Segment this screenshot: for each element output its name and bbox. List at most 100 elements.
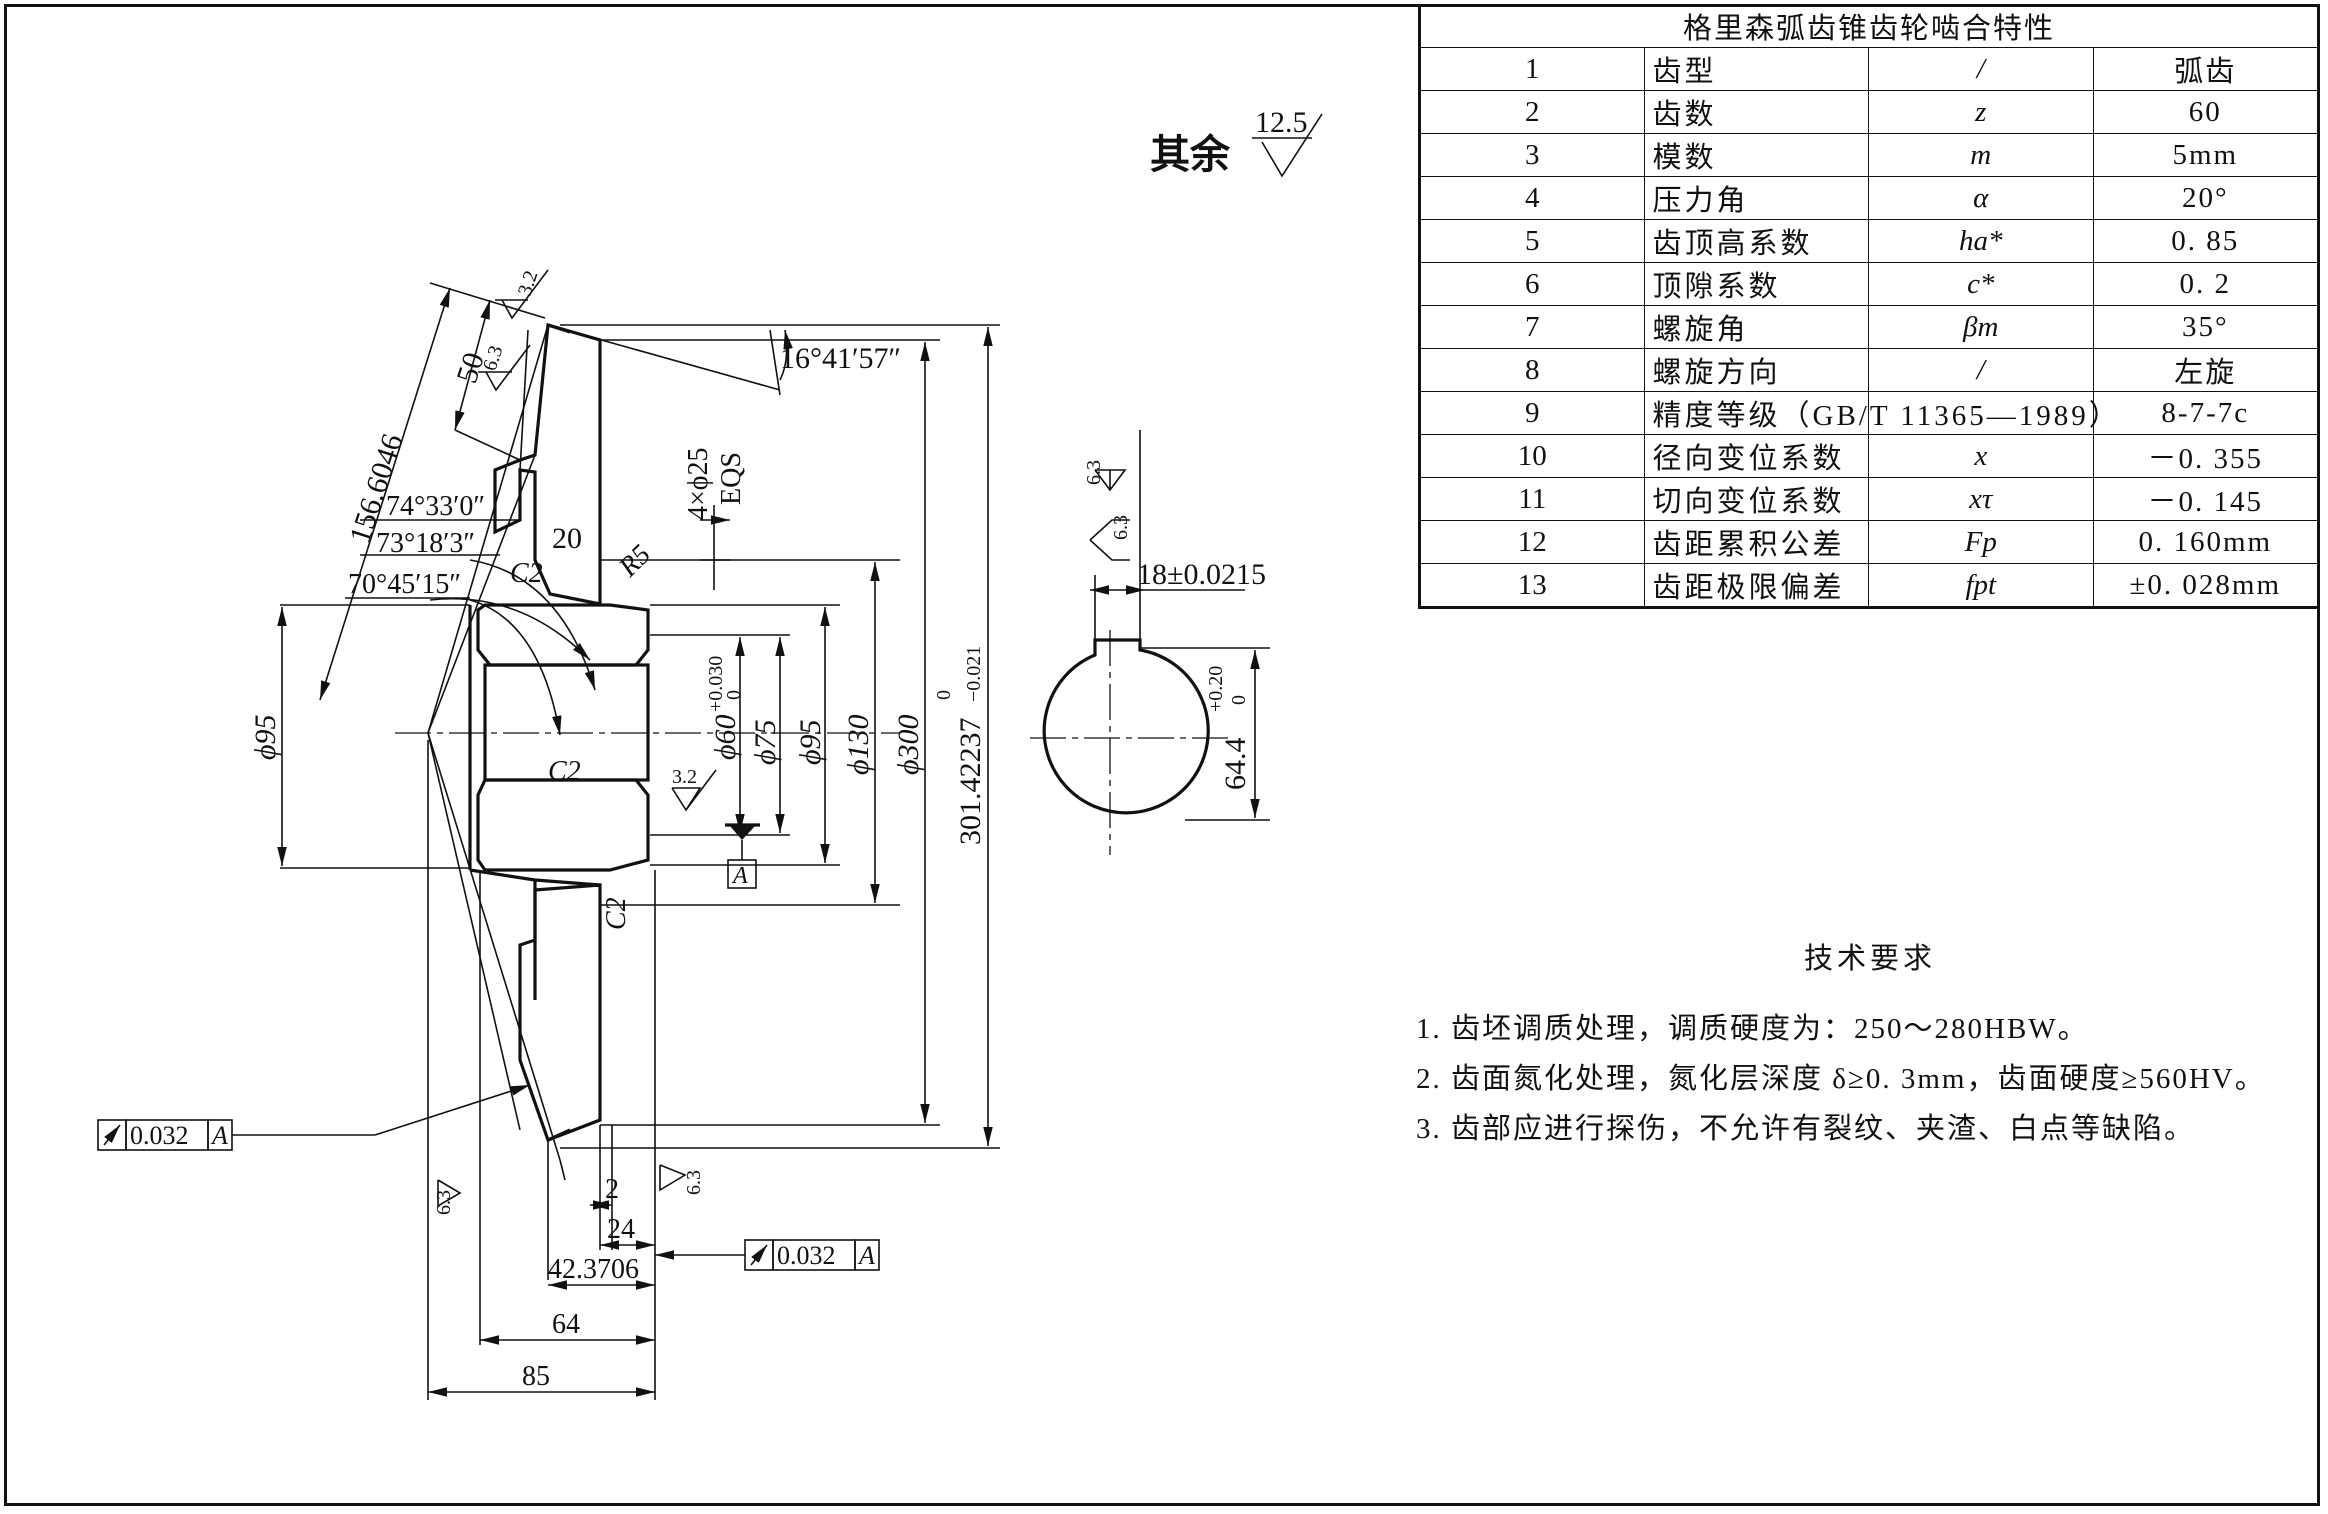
dim-phi130: ϕ130: [842, 714, 875, 775]
tech-item: 3. 齿部应进行探伤，不允许有裂纹、夹渣、白点等缺陷。: [1416, 1113, 2196, 1145]
table-cell-no: 6: [1419, 262, 1645, 306]
tech-item: 2. 齿面氮化处理，氮化层深度 δ≥0. 3mm，齿面硬度≥560HV。: [1416, 1063, 2266, 1095]
table-cell-value: 0. 85: [2092, 219, 2318, 263]
datum-box: [727, 859, 757, 889]
angle-top-arc: [779, 329, 793, 381]
table-cell-no: 10: [1419, 434, 1645, 478]
table-cell-no: 3: [1419, 133, 1645, 177]
table-cell-name: 齿数: [1643, 90, 1869, 134]
table-cell-symbol: βm: [1868, 305, 2094, 349]
keyway-end-view: 18±0.0215 64.4 +0.20 0 6.3 6.3: [1030, 430, 1270, 855]
dim-line-cone-distance: [319, 287, 451, 701]
table-cell-name: 齿距累积公差: [1643, 520, 1869, 564]
angle-arc-2: [469, 559, 596, 691]
dim-tip-diameter: 301.42237: [954, 718, 987, 846]
table-cell-symbol: [1868, 391, 2094, 435]
table-cell-symbol: ha*: [1868, 219, 2094, 263]
dim-keyway-width: 18±0.0215: [1137, 558, 1266, 591]
dim-2: 2: [605, 1174, 619, 1205]
table-cell-value: 0. 160mm: [2092, 520, 2318, 564]
table-cell-name: 模数: [1643, 133, 1869, 177]
roughness-value: 6.3: [433, 1190, 455, 1215]
runout2-datum: A: [857, 1241, 875, 1270]
dim-keyway-tol-lower: 0: [1228, 695, 1250, 705]
chamfer-bore: C2: [548, 756, 581, 787]
dim-tip-tol-lower: −0.021: [963, 646, 985, 702]
roughness-symbol-icon: [478, 344, 531, 392]
dim-phi60: ϕ60: [709, 714, 742, 760]
dim-phi60-tol-upper: +0.030: [705, 656, 727, 712]
dim-20: 20: [552, 522, 582, 555]
tech-item: 1. 齿坯调质处理，调质硬度为：250～280HBW。: [1416, 1013, 2089, 1045]
table-cell-no: 7: [1419, 305, 1645, 349]
table-cell-value: 60: [2092, 90, 2318, 134]
runout1-datum: A: [210, 1121, 228, 1150]
table-cell-value: ±0. 028mm: [2092, 563, 2318, 609]
datum-label: A: [731, 863, 748, 889]
table-cell-value: －0. 355: [2092, 434, 2318, 478]
runout1-datum-box: [207, 1119, 233, 1151]
dim-phi300: ϕ300: [892, 714, 925, 775]
dim-eqs: EQS: [716, 452, 747, 505]
table-cell-name: 齿型: [1643, 47, 1869, 91]
roughness-symbol-icon: [1252, 113, 1323, 178]
table-cell-symbol: fpt: [1868, 563, 2094, 609]
table-cell-symbol: x: [1868, 434, 2094, 478]
table-cell-name: 径向变位系数: [1643, 434, 1869, 478]
dim-holes: 4×ϕ25: [683, 447, 714, 520]
table-cell-symbol: xτ: [1868, 477, 2094, 521]
roughness-symbol-icon: [659, 1164, 687, 1192]
angle-root: 70°45′15″: [348, 569, 461, 600]
chamfer-bottom: C2: [601, 897, 632, 930]
dim-phi60-tol-lower: 0: [723, 690, 745, 700]
roughness-value: 3.2: [514, 268, 543, 299]
ext-face-width: [454, 429, 521, 461]
dim-85: 85: [522, 1361, 550, 1392]
roughness-symbol-icon: [437, 1179, 462, 1208]
roughness-value: 3.2: [672, 766, 697, 788]
angle-face: 74°33′0″: [386, 491, 485, 522]
surface-note-prefix: 其余: [1150, 132, 1231, 177]
angle-top-line: [769, 329, 781, 396]
lower-web-section: [518, 883, 602, 1143]
runout2-value: 0.032: [777, 1241, 836, 1270]
root-cone-lower: [427, 732, 561, 1161]
angle-arc-1: [429, 597, 591, 661]
table-cell-symbol: /: [1868, 47, 2094, 91]
table-cell-symbol: m: [1868, 133, 2094, 177]
surface-roughness-note: 其余 12.5: [1150, 106, 1323, 178]
table-cell-no: 9: [1419, 391, 1645, 435]
dim-phi75: ϕ75: [749, 719, 782, 765]
table-cell-no: 4: [1419, 176, 1645, 220]
datum-triangle-icon: [730, 826, 755, 840]
table-cell-no: 11: [1419, 477, 1645, 521]
table-cell-name: 齿距极限偏差: [1643, 563, 1869, 609]
roughness-value: 6.3: [683, 1170, 705, 1195]
runout-arrow-icon-2: [750, 1244, 768, 1266]
tech-title: 技术要求: [1803, 943, 1936, 975]
table-cell-value: 0. 2: [2092, 262, 2318, 306]
table-cell-value: 5mm: [2092, 133, 2318, 177]
chamfer-top: C2: [510, 558, 543, 589]
angle-arc-3: [469, 599, 562, 736]
drawing-frame: [4, 4, 2320, 1506]
runout-arrow-icon: [103, 1124, 121, 1146]
pitch-cone-lower: [427, 732, 521, 1131]
roughness-symbol-icon: [1094, 469, 1127, 492]
table-cell-name: 切向变位系数: [1643, 477, 1869, 521]
table-cell-value: 左旋: [2092, 348, 2318, 392]
table-cell-symbol: α: [1868, 176, 2094, 220]
back-cone-ext: [547, 324, 781, 391]
